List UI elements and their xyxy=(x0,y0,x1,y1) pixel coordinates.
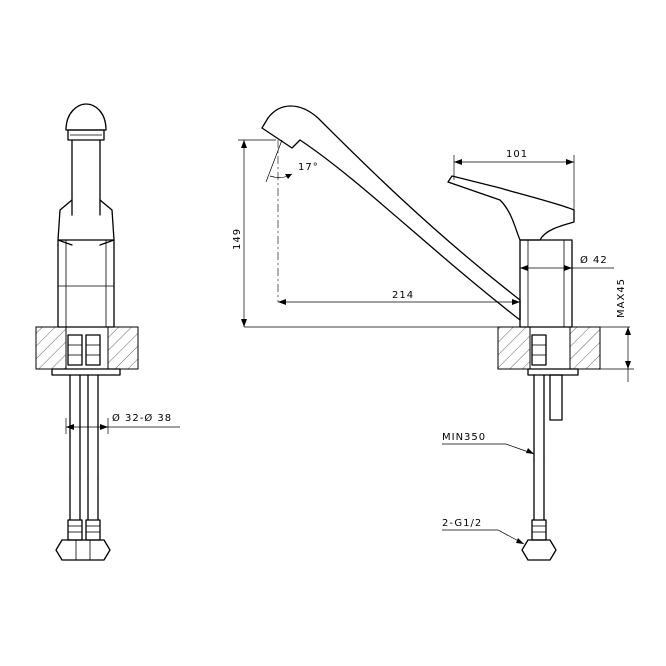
front-deck-hole xyxy=(65,326,109,370)
front-body xyxy=(57,239,115,328)
front-hex-nuts xyxy=(55,539,111,561)
side-spout-tip xyxy=(261,117,301,149)
max-deck-label: MAX45 xyxy=(616,278,627,318)
thread-leader xyxy=(442,529,525,545)
front-view: Ø 32-Ø 38 xyxy=(35,103,180,561)
height-label: 149 xyxy=(232,228,243,250)
reach-label: 214 xyxy=(392,290,414,301)
front-hoses xyxy=(69,374,99,479)
front-lever xyxy=(57,199,115,246)
body-diameter-label: Ø 42 xyxy=(580,254,608,266)
min-hose-leader xyxy=(442,443,535,455)
side-body xyxy=(519,239,573,328)
side-view: 149 17° 214 101 Ø 42 MAX45 MIN350 xyxy=(232,105,634,561)
angle-label: 17° xyxy=(298,162,319,173)
front-spout-head xyxy=(65,103,107,131)
side-lever xyxy=(447,175,575,241)
thread-label: 2-G1/2 xyxy=(442,518,482,529)
width-label: 101 xyxy=(506,149,528,160)
front-bracket xyxy=(51,368,121,376)
hole-diameter-label: Ø 32-Ø 38 xyxy=(112,412,172,424)
side-spout-arm xyxy=(267,105,521,321)
side-hex-nut xyxy=(521,539,557,561)
front-spout-neck xyxy=(71,139,101,216)
front-nut-right xyxy=(85,334,101,366)
front-nut-left xyxy=(67,334,83,366)
side-hose xyxy=(533,374,545,461)
min-hose-label: MIN350 xyxy=(442,432,486,443)
front-aerator xyxy=(67,129,105,141)
